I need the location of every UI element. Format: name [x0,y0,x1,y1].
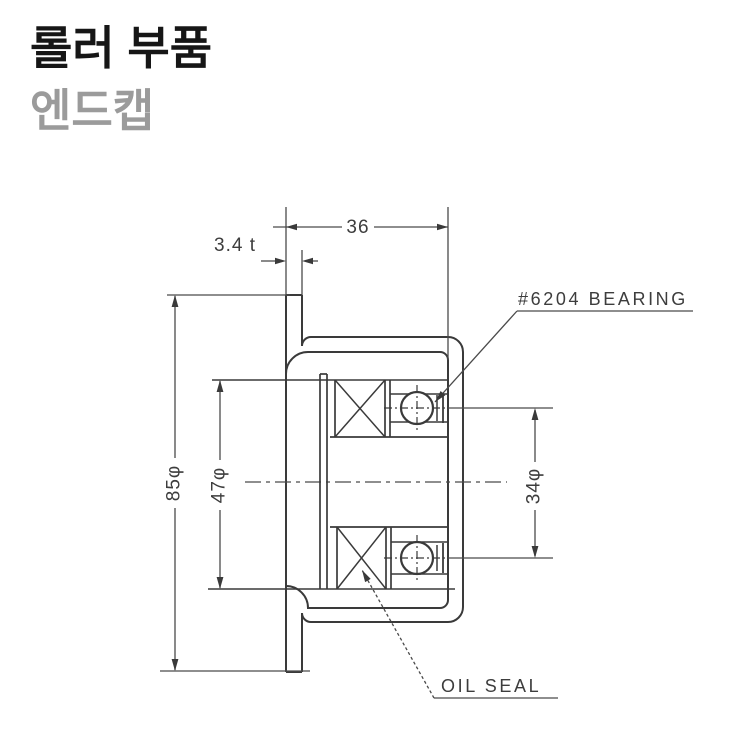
dimension-47 [216,380,224,589]
bearing-symbol-upper [384,380,448,437]
oil-seal-callout [361,569,558,699]
dim-36-label: 36 [346,217,369,238]
dimension-85 [160,294,310,672]
bearing-callout [434,310,693,403]
oil-seal-symbol-upper [334,379,386,438]
page-subtitle: 엔드캡 [30,84,155,136]
header: 롤러 부품 엔드캡 [30,20,212,138]
upper-assembly [212,379,448,438]
dimension-34 [448,407,553,559]
dimension-36 [273,207,449,360]
spacer-ring [319,373,328,589]
bearing-leader-line [434,310,518,403]
cup-inner-surface [285,351,449,609]
oil-seal-label: OIL SEAL [441,676,541,696]
dimension-3-4t [261,250,318,295]
cup-outer-surface [301,295,464,672]
dim-3-4t-label: 3.4 t [214,235,256,256]
part-outline [285,294,464,673]
lower-assembly [208,526,455,590]
page-title: 롤러 부품 [30,22,213,74]
oil-seal-leader-line [361,569,435,699]
bearing-symbol-lower [384,527,448,589]
oil-seal-symbol-lower [336,526,387,590]
dim-34-label: 34φ [524,468,545,504]
dim-47-label: 47φ [209,467,230,503]
dim-85-label: 85φ [164,465,185,501]
bearing-label: #6204 BEARING [518,289,688,309]
